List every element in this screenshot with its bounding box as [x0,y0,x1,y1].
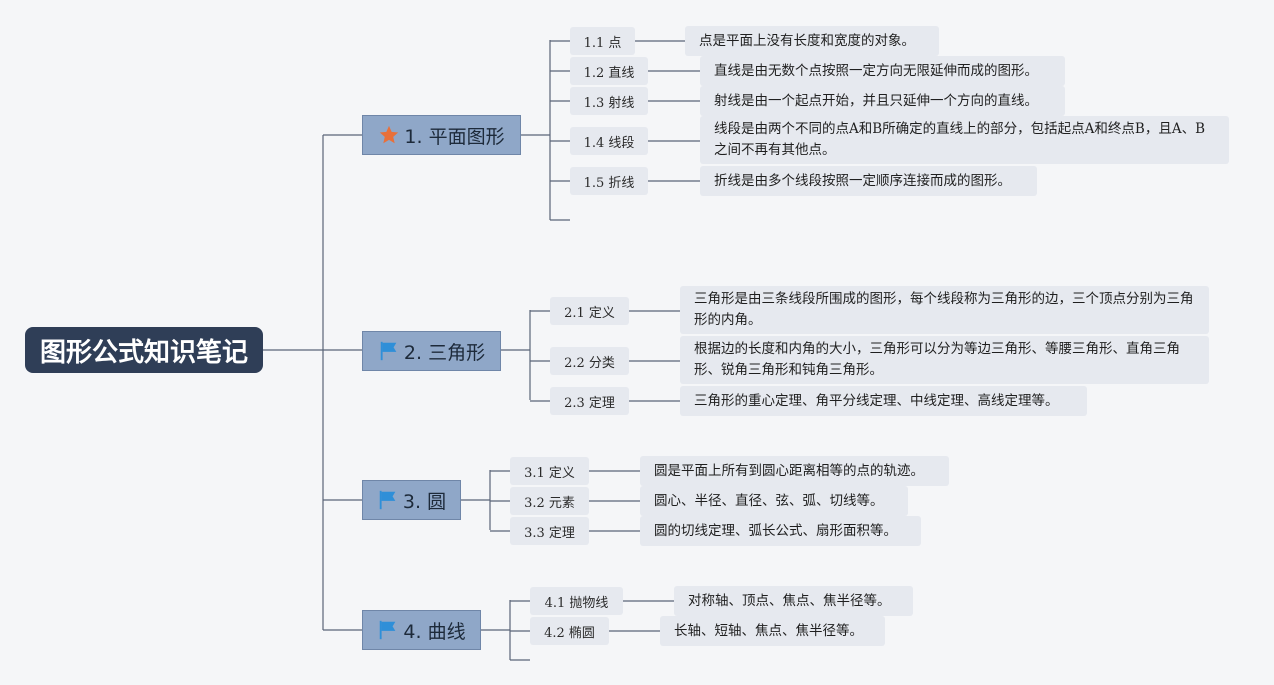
description-note: 圆的切线定理、弧长公式、扇形面积等。 [640,516,921,546]
description-note: 点是平面上没有长度和宽度的对象。 [685,26,939,56]
sub-topic[interactable]: 1.2 直线 [570,57,648,85]
branch-title: 4. 曲线 [403,620,466,643]
branch-curves[interactable]: 4. 曲线 [362,610,481,650]
description-note: 圆心、半径、直径、弦、弧、切线等。 [640,486,908,516]
flag-icon [379,490,396,510]
branch-circle[interactable]: 3. 圆 [362,480,461,520]
sub-topic[interactable]: 1.3 射线 [570,87,648,115]
sub-topic[interactable]: 1.4 线段 [570,127,648,155]
sub-topic[interactable]: 3.1 定义 [510,457,589,485]
branch-title: 1. 平面图形 [404,125,505,148]
description-note: 直线是由无数个点按照一定方向无限延伸而成的图形。 [700,56,1065,86]
branch-plane-figures[interactable]: 1. 平面图形 [362,115,521,155]
flag-icon [380,341,397,361]
description-note: 圆是平面上所有到圆心距离相等的点的轨迹。 [640,456,949,486]
star-icon [380,125,399,144]
sub-topic[interactable]: 2.1 定义 [550,297,629,325]
branch-triangle[interactable]: 2. 三角形 [362,331,501,371]
sub-topic[interactable]: 4.1 抛物线 [530,587,623,615]
description-note: 根据边的长度和内角的大小，三角形可以分为等边三角形、等腰三角形、直角三角形、锐角… [680,336,1209,384]
sub-topic[interactable]: 2.3 定理 [550,387,629,415]
branch-title: 2. 三角形 [403,341,486,364]
sub-topic[interactable]: 4.2 椭圆 [530,617,609,645]
description-note: 三角形是由三条线段所围成的图形，每个线段称为三角形的边，三个顶点分别为三角形的内… [680,286,1209,334]
sub-topic[interactable]: 1.1 点 [570,27,635,55]
sub-topic[interactable]: 1.5 折线 [570,167,648,195]
root-title: 图形公式知识笔记 [39,337,248,368]
description-note: 三角形的重心定理、角平分线定理、中线定理、高线定理等。 [680,386,1087,416]
description-note: 折线是由多个线段按照一定顺序连接而成的图形。 [700,166,1037,196]
description-note: 对称轴、顶点、焦点、焦半径等。 [674,586,913,616]
description-note: 线段是由两个不同的点A和B所确定的直线上的部分，包括起点A和终点B，且A、B之间… [700,116,1229,164]
sub-topic[interactable]: 2.2 分类 [550,347,629,375]
sub-topic[interactable]: 3.2 元素 [510,487,589,515]
description-note: 长轴、短轴、焦点、焦半径等。 [660,616,885,646]
sub-topic[interactable]: 3.3 定理 [510,517,589,545]
description-note: 射线是由一个起点开始，并且只延伸一个方向的直线。 [700,86,1065,116]
flag-icon [380,620,396,640]
root-topic[interactable]: 图形公式知识笔记 [25,327,263,373]
branch-title: 3. 圆 [402,490,447,513]
